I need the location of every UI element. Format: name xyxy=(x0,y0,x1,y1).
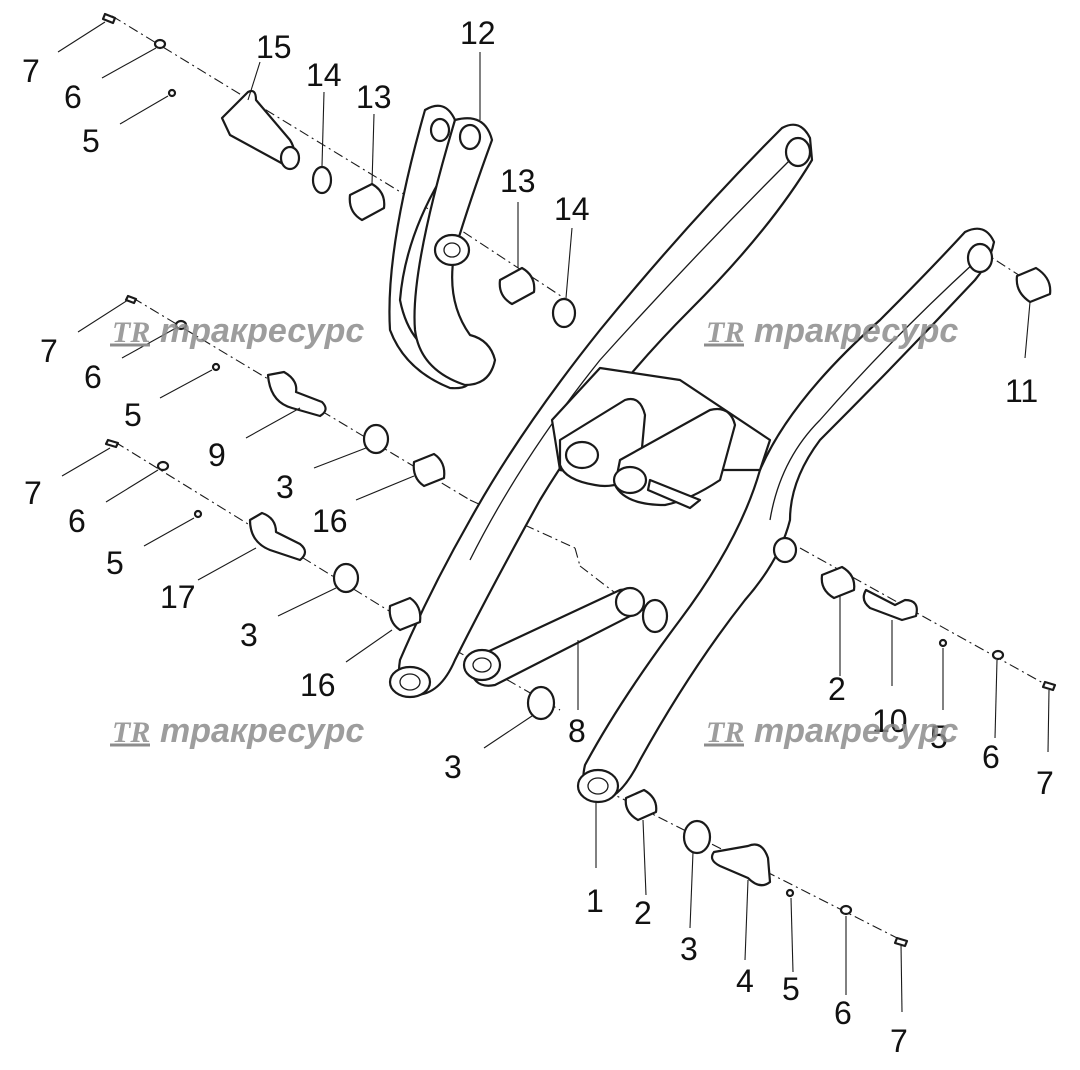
watermark-bottom-right: TR тракресурс xyxy=(704,712,958,750)
bracket-bore-left xyxy=(564,440,600,470)
lift-arm-right-beam xyxy=(582,227,996,802)
leader-lines xyxy=(57,21,1050,1013)
callout-3: 3 xyxy=(444,749,462,785)
callout-1: 1 xyxy=(586,883,604,919)
ring-3d-icon xyxy=(682,819,712,855)
washer-6a-icon xyxy=(153,38,167,50)
nipple-5d-icon xyxy=(938,638,948,648)
nipple-5b-icon xyxy=(211,362,221,372)
ring-14b-icon xyxy=(551,297,577,329)
bolt-7a-icon xyxy=(101,12,117,25)
callout-8: 8 xyxy=(568,713,586,749)
callout-7: 7 xyxy=(22,53,40,89)
bolt-7c-icon xyxy=(104,438,120,449)
callout-15: 15 xyxy=(256,29,292,65)
callout-5: 5 xyxy=(782,971,800,1007)
callout-6: 6 xyxy=(64,79,82,115)
callout-3: 3 xyxy=(680,931,698,967)
arm-mid-bore xyxy=(772,536,798,564)
callout-14: 14 xyxy=(306,57,342,93)
callout-16: 16 xyxy=(300,667,336,703)
link-rod-8 xyxy=(462,586,669,687)
callout-5: 5 xyxy=(124,397,142,433)
bracket-bore-right xyxy=(612,465,648,495)
callout-5: 5 xyxy=(930,719,948,755)
bellcrank-center-bore xyxy=(433,233,471,267)
watermark-top-right: TR тракресурс xyxy=(704,312,958,350)
bushing-2b-icon xyxy=(624,788,658,822)
bore-inner-right xyxy=(587,777,609,795)
callout-6: 6 xyxy=(982,739,1000,775)
small-parts xyxy=(101,12,1057,948)
bushing-11-icon xyxy=(1015,266,1052,304)
callout-4: 4 xyxy=(736,963,754,999)
washer-6b-icon xyxy=(174,319,188,331)
watermark-text: тракресурс xyxy=(160,712,364,750)
nipple-5c-icon xyxy=(193,509,203,519)
arm-top-bore-right xyxy=(966,242,994,274)
watermark-text: тракресурс xyxy=(754,712,958,750)
washer-6e-icon xyxy=(839,904,853,916)
callout-3: 3 xyxy=(240,617,258,653)
callout-7: 7 xyxy=(24,475,42,511)
bushing-13a-icon xyxy=(348,182,386,222)
callout-2: 2 xyxy=(634,895,652,931)
nipple-5e-icon xyxy=(785,888,795,898)
bushing-16b-icon xyxy=(388,596,422,632)
callout-11: 11 xyxy=(1005,373,1038,409)
ring-3b-icon xyxy=(332,562,360,594)
nipple-5a-icon xyxy=(167,88,177,98)
callout-17: 17 xyxy=(160,579,196,615)
bushing-16a-icon xyxy=(412,452,446,488)
callout-6: 6 xyxy=(84,359,102,395)
callout-7: 7 xyxy=(40,333,58,369)
callout-13: 13 xyxy=(500,163,536,199)
washer-6d-icon xyxy=(991,649,1005,661)
bore-inner-left xyxy=(399,673,421,691)
ring-3a-icon xyxy=(362,423,390,455)
callout-6: 6 xyxy=(68,503,86,539)
watermark-text: тракресурс xyxy=(160,312,364,350)
pin-4-icon xyxy=(710,843,772,887)
watermark-bottom-left: TR тракресурс xyxy=(110,712,364,750)
callout-12: 12 xyxy=(460,15,496,51)
arm-top-bore-left xyxy=(784,136,812,168)
bellcrank-12 xyxy=(388,104,497,390)
lift-arm-frame xyxy=(388,123,996,804)
callout-5: 5 xyxy=(106,545,124,581)
arm-bottom-bore-right xyxy=(576,768,620,804)
ring-14a-icon xyxy=(311,165,333,195)
callout-13: 13 xyxy=(356,79,392,115)
bolt-7e-icon xyxy=(893,936,909,948)
arm-bottom-bore-left xyxy=(388,665,432,699)
callout-16: 16 xyxy=(312,503,348,539)
callout-numbers: 7 6 5 15 14 13 12 13 14 11 7 6 5 9 3 16 … xyxy=(22,15,1054,1059)
link-ring xyxy=(641,598,669,634)
watermark-text: тракресурс xyxy=(754,312,958,350)
bracket-tab xyxy=(646,478,702,510)
callout-10: 10 xyxy=(872,703,908,739)
callout-2: 2 xyxy=(828,671,846,707)
washer-6c-icon xyxy=(156,460,170,472)
callout-5: 5 xyxy=(82,123,100,159)
pin-17-icon xyxy=(248,511,307,562)
bushing-13b-icon xyxy=(498,266,536,306)
callout-3: 3 xyxy=(276,469,294,505)
ring-3c-icon xyxy=(526,685,556,721)
callout-14: 14 xyxy=(554,191,590,227)
callout-7: 7 xyxy=(1036,765,1054,801)
bushing-2a-icon xyxy=(820,565,856,600)
lift-arm-left-beam xyxy=(397,123,814,697)
callout-6: 6 xyxy=(834,995,852,1031)
bolt-7b-icon xyxy=(124,294,138,305)
pin-9-icon xyxy=(266,370,327,418)
bolt-7d-icon xyxy=(1041,680,1057,692)
callout-7: 7 xyxy=(890,1023,908,1059)
callout-9: 9 xyxy=(208,437,226,473)
watermark-top-left: TR тракресурс xyxy=(110,312,364,350)
pin-10-icon xyxy=(862,588,918,622)
